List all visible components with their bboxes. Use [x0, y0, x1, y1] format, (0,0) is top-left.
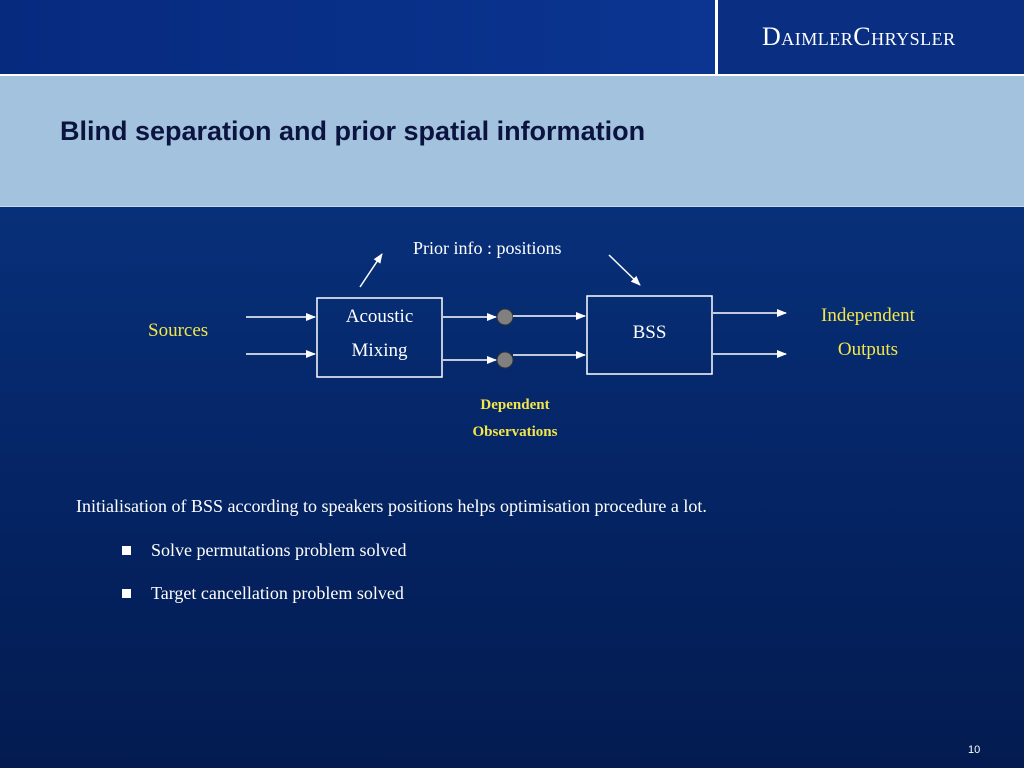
bss-diagram [246, 253, 787, 378]
bullet-item: Target cancellation problem solved [151, 583, 404, 603]
acoustic-mixing-label-2: Mixing [351, 340, 408, 361]
observation-node-1 [496, 308, 514, 326]
acoustic-mixing-box [316, 297, 443, 378]
bss-label: BSS [632, 322, 667, 343]
logo-divider [715, 0, 718, 74]
independent-outputs-label-2: Outputs [837, 339, 899, 360]
prior-arrow-out [359, 253, 383, 288]
bss-box [586, 295, 713, 375]
body-text: Initialisation of BSS according to speak… [76, 496, 707, 516]
title-band [0, 74, 1024, 207]
observation-node-2 [496, 351, 514, 369]
independent-outputs-label-1: Independent [821, 305, 915, 326]
bullet-item: Solve permutations problem solved [151, 540, 407, 560]
sources-label: Sources [148, 320, 209, 341]
page-number: 10 [968, 744, 981, 756]
prior-info-label: Prior info : positions [413, 238, 562, 258]
prior-arrow-in [608, 254, 641, 286]
dependent-observations-label-1: Dependent [480, 397, 550, 413]
acoustic-mixing-label-1: Acoustic [345, 306, 414, 327]
bullet-marker [122, 546, 131, 555]
company-logo: DaimlerChrysler [762, 22, 956, 51]
bullet-marker [122, 589, 131, 598]
dependent-observations-label-2: Observations [472, 424, 558, 440]
slide-title: Blind separation and prior spatial infor… [60, 116, 646, 146]
logo-panel [718, 0, 1024, 74]
